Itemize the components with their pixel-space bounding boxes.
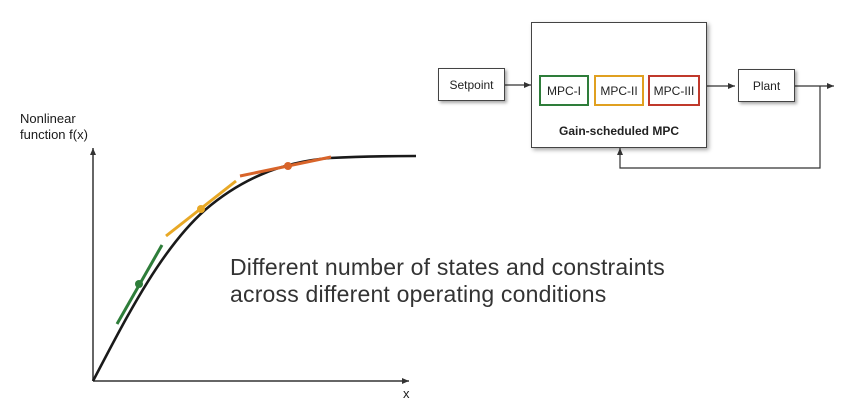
plant-label: Plant [752, 78, 781, 93]
operating-point-yellow [197, 205, 205, 213]
y-axis-title-line2: function f(x) [20, 127, 88, 142]
gain-scheduled-mpc-label: Gain-scheduled MPC [558, 124, 680, 138]
nonlinear-curve [91, 154, 417, 382]
operating-point-green [135, 280, 143, 288]
x-axis-title: x [403, 386, 410, 401]
mpc-ii-block: MPC-II [594, 75, 644, 106]
mpc-iii-block: MPC-III [648, 75, 700, 106]
feedback-path [617, 86, 821, 169]
caption: Different number of states and constrain… [230, 254, 665, 308]
plant-block: Plant [738, 69, 795, 102]
y-axis-title: Nonlinear function f(x) [20, 111, 88, 143]
y-axis-title-line1: Nonlinear [20, 111, 76, 126]
mpc-i-block: MPC-I [539, 75, 589, 106]
operating-point-orange [284, 162, 292, 170]
setpoint-block: Setpoint [438, 68, 505, 101]
setpoint-label: Setpoint [449, 77, 494, 92]
caption-line-1: Different number of states and constrain… [230, 254, 665, 280]
caption-line-2: across different operating conditions [230, 281, 607, 307]
